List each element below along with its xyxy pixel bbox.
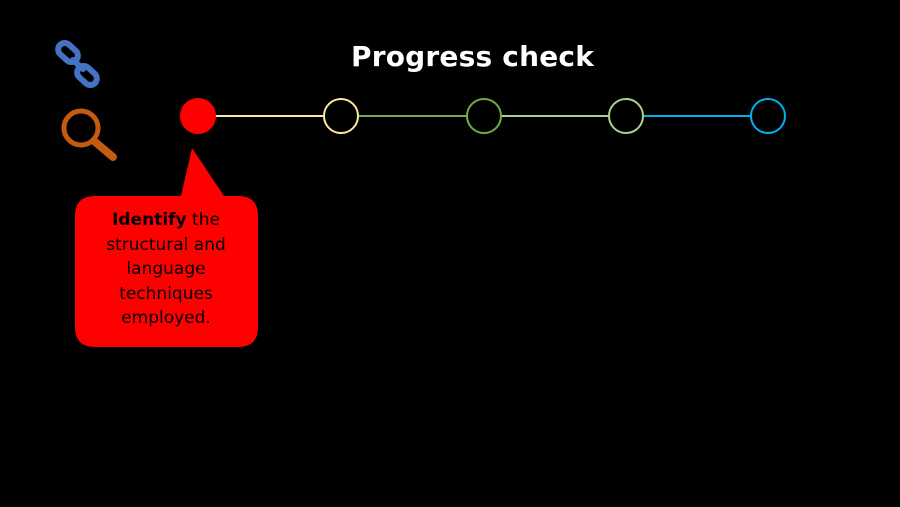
progress-step-3 (466, 98, 502, 134)
callout-text: Identify the structural and language tec… (80, 208, 252, 331)
callout-keyword: Identify (112, 210, 187, 230)
magnifying-glass-icon (61, 108, 117, 161)
progress-step-5 (750, 98, 786, 134)
progress-step-1 (180, 98, 216, 134)
slide-title: Progress check (350, 40, 595, 73)
progress-step-2 (323, 98, 359, 134)
callout-body: the structural and language techniques e… (106, 210, 226, 328)
link-icon (55, 40, 100, 89)
progress-step-4 (608, 98, 644, 134)
